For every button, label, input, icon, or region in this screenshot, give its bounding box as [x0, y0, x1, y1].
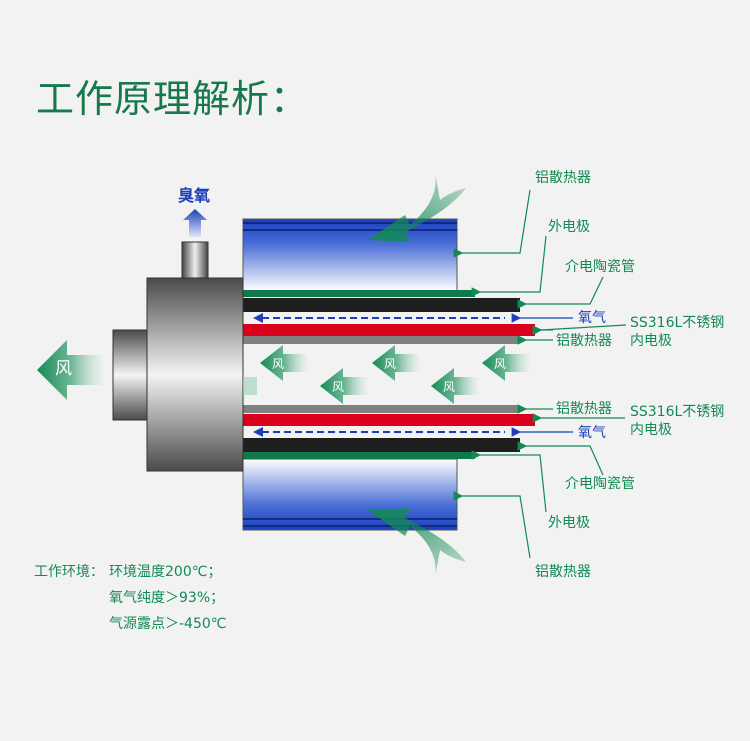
flange — [146, 277, 244, 472]
label-ss316l-bottom: SS316L不锈钢 — [630, 404, 725, 420]
wind-label: 风 — [494, 357, 507, 371]
label-heatsink-bottom: 铝散热器 — [535, 564, 591, 580]
outer-electrode-top — [242, 218, 458, 292]
wind-label: 风 — [272, 357, 285, 371]
airflow-swoosh-top — [368, 172, 466, 242]
ozone-label: 臭氧 — [178, 186, 211, 205]
label-heatsink-top: 铝散热器 — [535, 170, 591, 186]
environment-line: 气源露点＞-450℃ — [109, 616, 227, 632]
label-outer-electrode-bottom: 外电极 — [548, 515, 590, 531]
environment-line: 环境温度200℃； — [109, 564, 222, 580]
label-inner-heatsink-top: 铝散热器 — [556, 333, 612, 349]
label-oxygen-top: 氧气 — [578, 310, 606, 326]
label-oxygen-bottom: 氧气 — [578, 425, 606, 441]
wind-arrows — [37, 340, 531, 404]
wind-label-main: 风 — [55, 359, 72, 379]
airflow-swoosh-bottom — [368, 508, 466, 578]
label-inner-heatsink-bottom: 铝散热器 — [556, 401, 612, 417]
label-inner-electrode-bottom: 内电极 — [630, 422, 672, 438]
environment-heading: 工作环境： — [34, 564, 104, 580]
left-cylinder — [112, 329, 148, 421]
wind-label: 风 — [384, 357, 397, 371]
leader-lines — [453, 189, 627, 559]
label-ss316l-top: SS316L不锈钢 — [630, 315, 725, 331]
page-title: 工作原理解析： — [36, 77, 310, 121]
ozone-outlet — [181, 241, 209, 279]
label-inner-electrode-top: 内电极 — [630, 333, 672, 349]
environment-line: 氧气纯度＞93%； — [109, 590, 225, 606]
wind-label: 风 — [332, 380, 345, 394]
label-ceramic-tube-bottom: 介电陶瓷管 — [565, 476, 635, 492]
wind-label: 风 — [443, 380, 456, 394]
label-ceramic-tube-top: 介电陶瓷管 — [565, 259, 635, 275]
ozone-up-arrow — [183, 209, 207, 237]
label-outer-electrode-top: 外电极 — [548, 219, 590, 235]
